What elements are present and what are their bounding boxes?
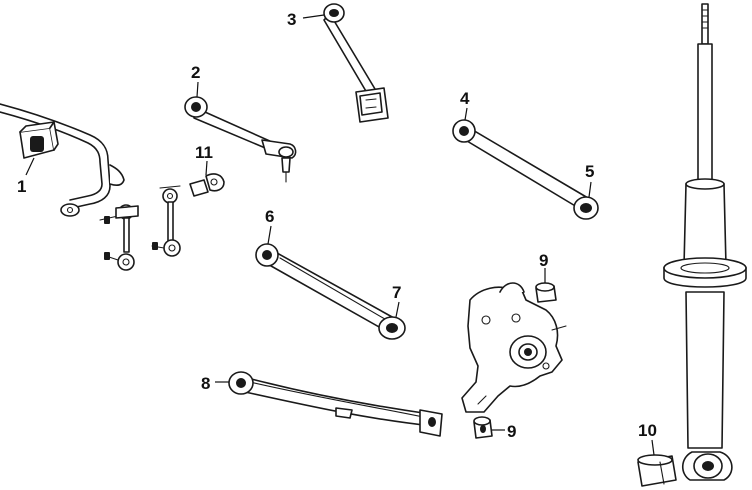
callout-6-label: 6 <box>265 207 274 226</box>
shock-absorber <box>663 3 747 481</box>
callout-1-label: 1 <box>17 177 26 196</box>
callout-3-label: 3 <box>287 10 296 29</box>
callout-2-label: 2 <box>191 63 200 82</box>
callout-4-label: 4 <box>460 89 470 108</box>
callout-9-lower: 9 <box>492 422 516 441</box>
control-arm-3 <box>323 3 389 123</box>
callout-4: 4 <box>460 89 470 121</box>
callout-1: 1 <box>17 157 35 196</box>
callout-11-label: 11 <box>195 143 213 162</box>
callout-3: 3 <box>287 10 325 29</box>
control-arm-4-5 <box>452 119 599 220</box>
callout-5-label: 5 <box>585 162 594 181</box>
control-arm-6-7 <box>255 243 406 340</box>
stabilizer-link-right <box>151 185 181 257</box>
callout-5: 5 <box>585 162 594 198</box>
stabilizer-bushing <box>19 121 59 159</box>
bushing-9-upper <box>535 282 557 303</box>
bushing-9-lower <box>473 416 493 439</box>
callout-7: 7 <box>392 283 401 318</box>
link-bushing-nut <box>189 173 225 197</box>
callout-10-label: 10 <box>638 421 657 440</box>
shock-bushing-10 <box>637 454 677 487</box>
trailing-arm-8 <box>228 371 443 437</box>
control-arm-2 <box>184 96 297 183</box>
callout-8-label: 8 <box>201 374 210 393</box>
callout-7-label: 7 <box>392 283 401 302</box>
callout-2: 2 <box>191 63 200 98</box>
callout-9-upper: 9 <box>539 251 548 283</box>
knuckle <box>461 282 567 413</box>
callout-9-upper-label: 9 <box>539 251 548 270</box>
callout-9-lower-label: 9 <box>507 422 516 441</box>
callout-6: 6 <box>265 207 274 245</box>
callout-10: 10 <box>638 421 657 456</box>
callout-8: 8 <box>201 374 229 393</box>
callout-11: 11 <box>195 143 213 176</box>
stabilizer-link-left <box>99 204 139 271</box>
stabilizer-bar <box>0 103 125 217</box>
